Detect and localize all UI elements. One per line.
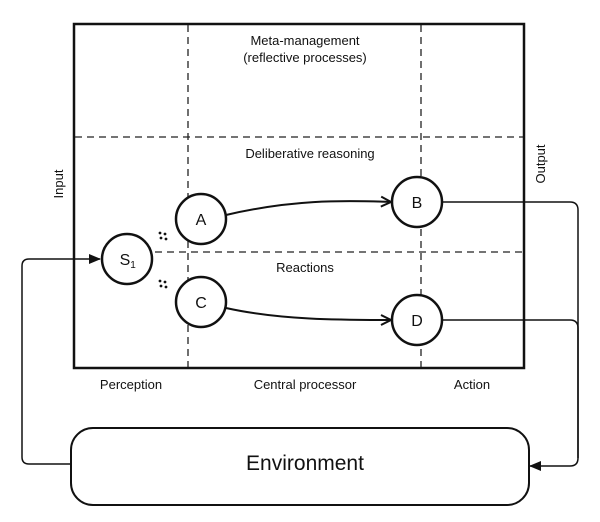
- association-dots-s1-a: [158, 231, 168, 241]
- label-perception: Perception: [100, 377, 162, 392]
- node-a: A: [174, 192, 228, 246]
- connector-b-to-environment: [441, 201, 579, 471]
- node-a-label: A: [196, 212, 207, 229]
- processor-frame: [72, 22, 526, 370]
- connector-environment-to-s1: [21, 254, 101, 465]
- environment-label: Environment: [246, 452, 364, 475]
- node-s1-label: S: [120, 252, 131, 269]
- label-deliberative-reasoning: Deliberative reasoning: [245, 146, 374, 161]
- association-dots-s1-c: [158, 279, 168, 289]
- label-action: Action: [454, 377, 490, 392]
- node-b-label: B: [412, 195, 423, 212]
- connector-a-to-b: [225, 201, 391, 216]
- node-s1-subscript: 1: [130, 260, 136, 271]
- node-c: C: [174, 275, 228, 329]
- node-c-label: C: [195, 295, 207, 312]
- environment-box: Environment: [70, 427, 530, 506]
- label-input: Input: [51, 169, 66, 198]
- node-b: B: [390, 175, 444, 229]
- label-output: Output: [533, 144, 548, 183]
- connector-c-to-d: [225, 307, 391, 320]
- label-meta-management: Meta-management: [250, 33, 359, 48]
- label-reactions: Reactions: [276, 260, 334, 275]
- label-central-processor: Central processor: [254, 377, 357, 392]
- node-s1: S 1: [100, 232, 154, 286]
- label-reflective-processes: (reflective processes): [243, 50, 367, 65]
- connector-d-to-environment: [441, 319, 579, 458]
- node-d: D: [390, 293, 444, 347]
- node-d-label: D: [411, 313, 423, 330]
